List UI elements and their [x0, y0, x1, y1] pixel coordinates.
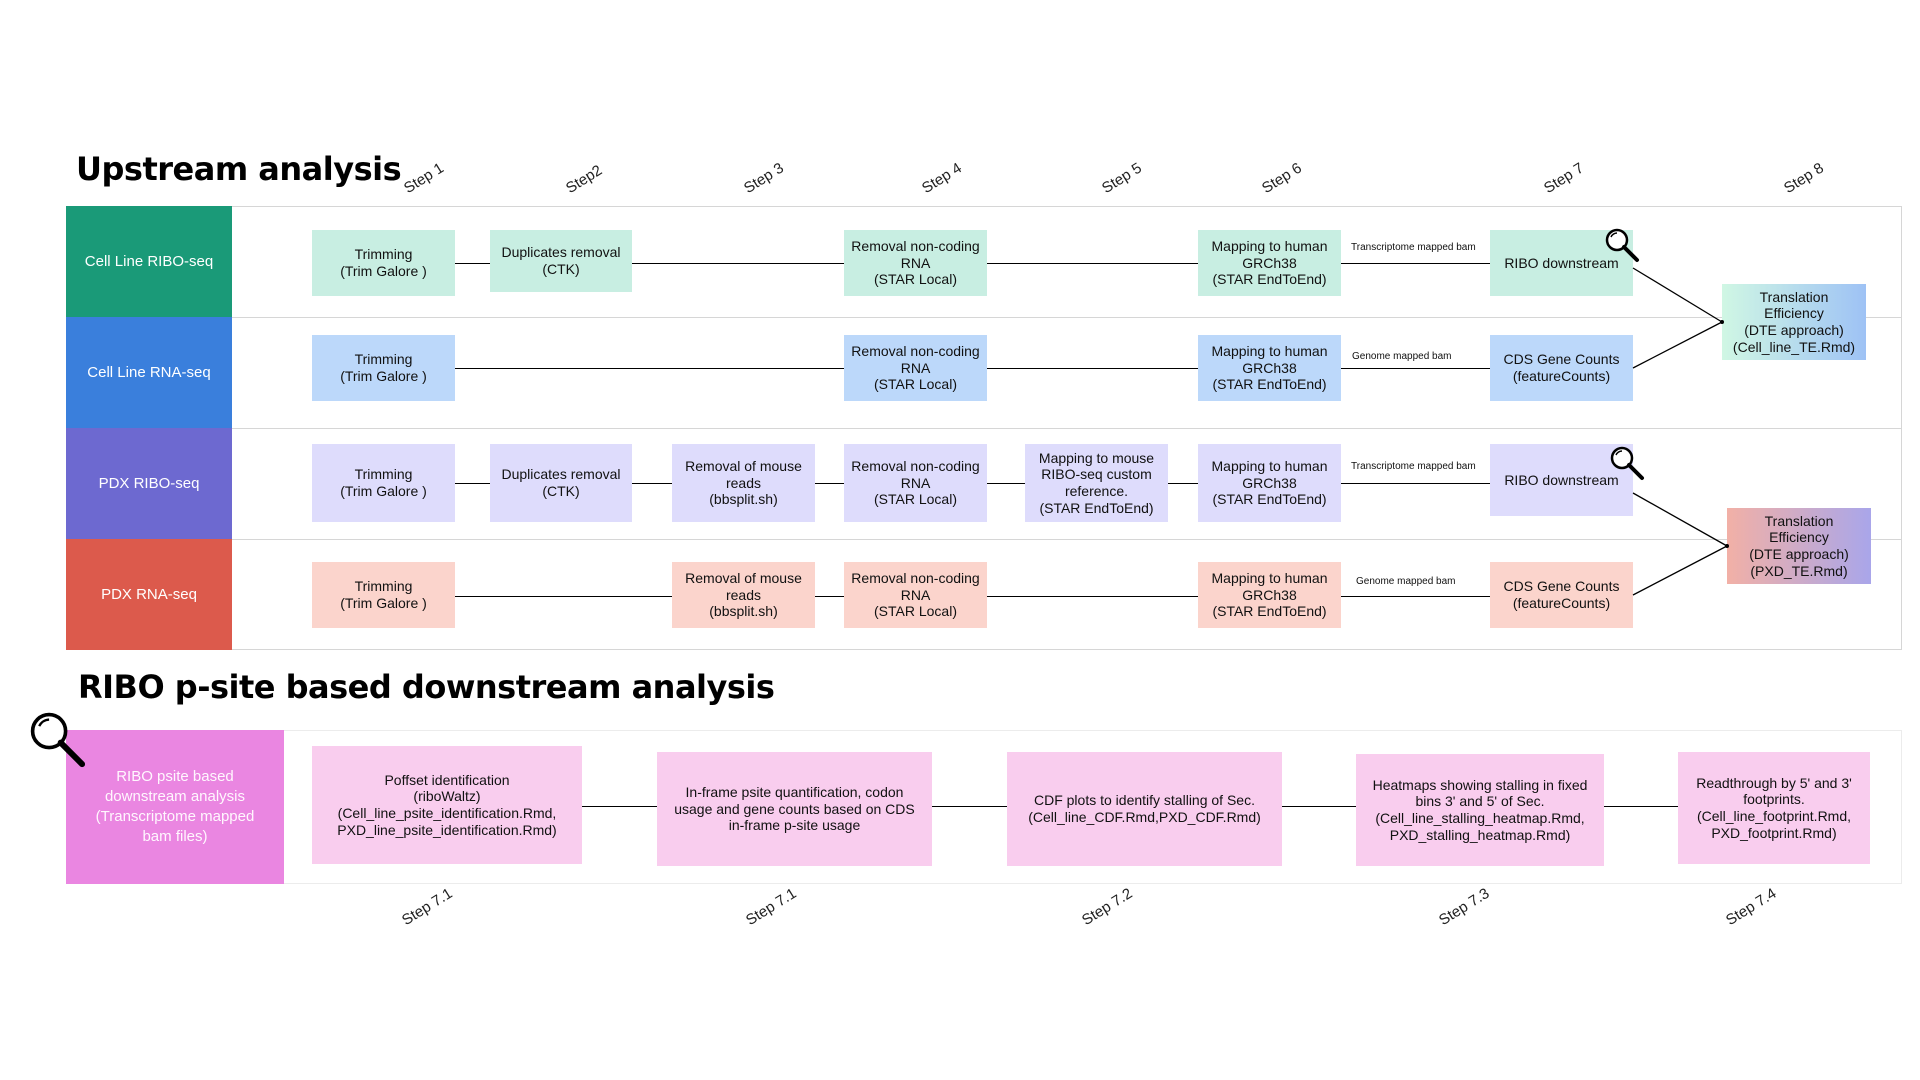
- connector-line: [1632, 321, 1723, 369]
- inframe-psite-box: In-frame psite quantification, codon usa…: [657, 752, 932, 866]
- row4-trimming-box: Trimming (Trim Galore ): [312, 562, 455, 628]
- upstream-title: Upstream analysis: [76, 150, 402, 188]
- connector-line: [1632, 545, 1728, 596]
- row3-mapping-box: Mapping to human GRCh38 (STAR EndToEnd): [1198, 444, 1341, 522]
- row4-bam-label: Genome mapped bam: [1356, 576, 1456, 587]
- row4-cds-counts-box: CDS Gene Counts (featureCounts): [1490, 562, 1633, 628]
- connector-dot: [1725, 544, 1729, 548]
- row1-trimming-box: Trimming (Trim Galore ): [312, 230, 455, 296]
- row1-bam-label: Transcriptome mapped bam: [1351, 242, 1476, 253]
- row3-trimming-box: Trimming (Trim Galore ): [312, 444, 455, 522]
- row3-mouse-removal-box: Removal of mouse reads (bbsplit.sh): [672, 444, 815, 522]
- row3-bam-label: Transcriptome mapped bam: [1351, 461, 1476, 472]
- connector-dot: [1720, 320, 1724, 324]
- magnifier-icon: [1605, 228, 1639, 262]
- row2-noncoding-box: Removal non-coding RNA (STAR Local): [844, 335, 987, 401]
- downstream-label: RIBO psite based downstream analysis (Tr…: [66, 730, 284, 884]
- magnifier-icon: [30, 712, 86, 768]
- row2-bam-label: Genome mapped bam: [1352, 351, 1452, 362]
- row-label-pdx-ribo-seq: PDX RIBO-seq: [66, 428, 232, 539]
- connector-line: [455, 263, 990, 264]
- connector-line: [1632, 267, 1723, 323]
- connector-line: [1632, 492, 1728, 547]
- row3-ribo-downstream-box: RIBO downstream: [1490, 444, 1633, 516]
- row1-mapping-box: Mapping to human GRCh38 (STAR EndToEnd): [1198, 230, 1341, 296]
- te-pdx-box: Translation Efficiency (DTE approach) (P…: [1727, 508, 1871, 584]
- heatmaps-box: Heatmaps showing stalling in fixed bins …: [1356, 754, 1604, 866]
- row3-noncoding-box: Removal non-coding RNA (STAR Local): [844, 444, 987, 522]
- row-divider: [66, 317, 1902, 318]
- row2-mapping-box: Mapping to human GRCh38 (STAR EndToEnd): [1198, 335, 1341, 401]
- row2-trimming-box: Trimming (Trim Galore ): [312, 335, 455, 401]
- magnifier-icon: [1610, 446, 1644, 480]
- row1-duplicates-box: Duplicates removal (CTK): [490, 230, 632, 292]
- downstream-title: RIBO p-site based downstream analysis: [78, 668, 775, 706]
- row4-mapping-box: Mapping to human GRCh38 (STAR EndToEnd): [1198, 562, 1341, 628]
- row3-duplicates-box: Duplicates removal (CTK): [490, 444, 632, 522]
- cdf-plots-box: CDF plots to identify stalling of Sec. (…: [1007, 752, 1282, 866]
- row-label-cell-line-ribo-seq: Cell Line RIBO-seq: [66, 206, 232, 317]
- row3-mouse-mapping-box: Mapping to mouse RIBO-seq custom referen…: [1025, 444, 1168, 522]
- row-label-pdx-rna-seq: PDX RNA-seq: [66, 539, 232, 650]
- poffset-box: Poffset identification (riboWaltz) (Cell…: [312, 746, 582, 864]
- row1-noncoding-box: Removal non-coding RNA (STAR Local): [844, 230, 987, 296]
- row4-noncoding-box: Removal non-coding RNA (STAR Local): [844, 562, 987, 628]
- row-divider: [66, 428, 1902, 429]
- row-label-cell-line-rna-seq: Cell Line RNA-seq: [66, 317, 232, 428]
- row-divider: [66, 539, 1902, 540]
- row2-cds-counts-box: CDS Gene Counts (featureCounts): [1490, 335, 1633, 401]
- te-cell-line-box: Translation Efficiency (DTE approach) (C…: [1722, 284, 1866, 360]
- readthrough-box: Readthrough by 5' and 3' footprints. (Ce…: [1678, 752, 1870, 864]
- row4-mouse-removal-box: Removal of mouse reads (bbsplit.sh): [672, 562, 815, 628]
